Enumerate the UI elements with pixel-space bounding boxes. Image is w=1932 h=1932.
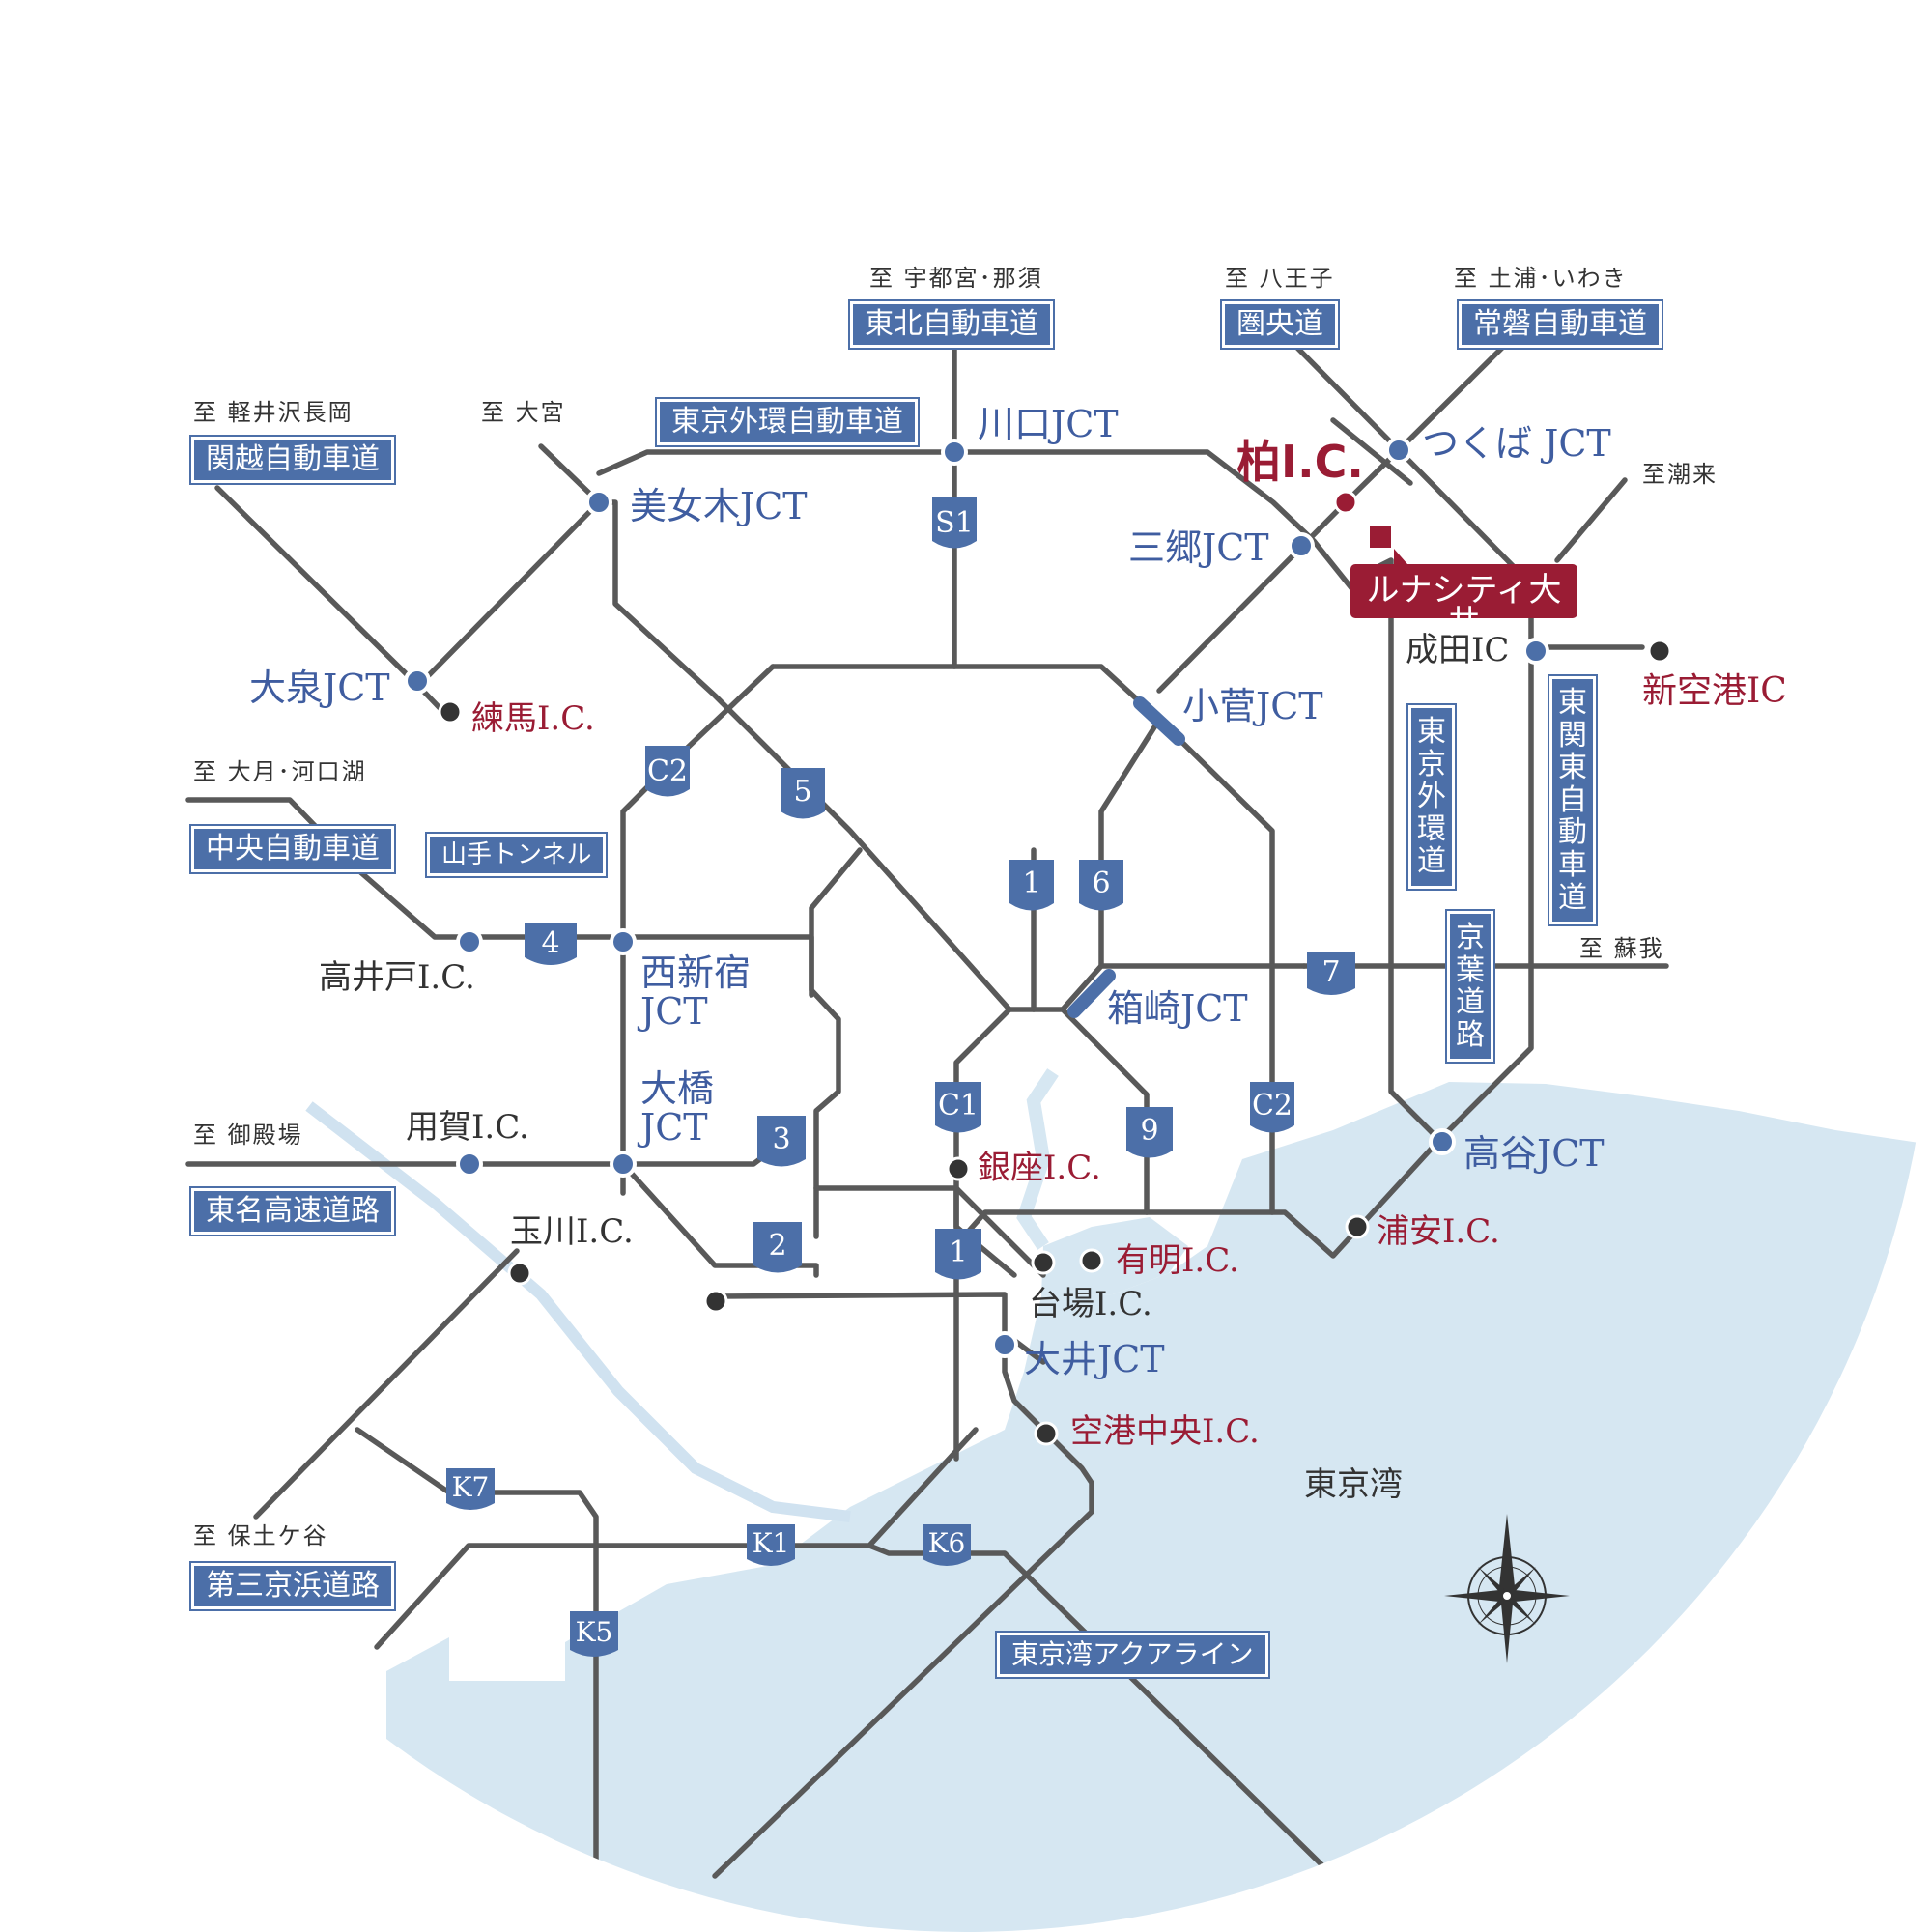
jct-bars bbox=[1067, 696, 1185, 1018]
label-tamagawa-ic: 玉川I.C. bbox=[510, 1212, 634, 1251]
road-chuo: 中央自動車道 bbox=[189, 824, 396, 874]
label-kashiwa-ic: 柏I.C. bbox=[1236, 436, 1364, 488]
label-misato-jct: 三郷JCT bbox=[1128, 526, 1269, 569]
route-shields bbox=[446, 497, 1355, 1657]
road-tohoku: 東北自動車道 bbox=[848, 299, 1055, 350]
shield-1-south: 1 bbox=[949, 1236, 968, 1269]
road-tomei: 東名高速道路 bbox=[189, 1186, 396, 1236]
dest-soga: 至 蘇我 bbox=[1579, 935, 1664, 962]
label-takaya-jct: 高谷JCT bbox=[1463, 1132, 1605, 1175]
label-kuko-chuo-ic: 空港中央I.C. bbox=[1070, 1412, 1260, 1451]
bay-inner-shore bbox=[1041, 1217, 1188, 1296]
label-ariake-ic: 有明I.C. bbox=[1116, 1241, 1239, 1280]
destination-name: ルナシティ大井 bbox=[1366, 571, 1562, 642]
road-kenodo: 圏央道 bbox=[1220, 299, 1340, 350]
shield-4: 4 bbox=[541, 926, 560, 960]
road-aqualine: 東京湾アクアライン bbox=[995, 1631, 1270, 1679]
label-shinkuko-ic: 新空港IC bbox=[1642, 671, 1787, 711]
dest-otsuki: 至 大月･河口湖 bbox=[193, 758, 367, 785]
shield-3: 3 bbox=[772, 1122, 791, 1156]
sumida-river bbox=[1016, 1068, 1059, 1250]
dest-itako: 至潮来 bbox=[1642, 461, 1718, 488]
shield-C2-east: C2 bbox=[1251, 1089, 1293, 1122]
shield-2: 2 bbox=[768, 1229, 787, 1263]
label-daiba-ic: 台場I.C. bbox=[1029, 1285, 1152, 1323]
dest-gotemba: 至 御殿場 bbox=[193, 1122, 303, 1149]
shield-K5: K5 bbox=[575, 1616, 613, 1648]
label-kosuge-jct: 小菅JCT bbox=[1182, 685, 1323, 727]
tama-river bbox=[305, 1101, 851, 1522]
road-kanetsu: 関越自動車道 bbox=[189, 435, 396, 485]
dest-utsunomiya: 至 宇都宮･那須 bbox=[869, 265, 1043, 292]
shield-K1: K1 bbox=[752, 1527, 790, 1559]
destination-callout: ルナシティ大井 bbox=[1350, 549, 1577, 639]
label-tokyo-bay: 東京湾 bbox=[1304, 1465, 1403, 1504]
destination-marker bbox=[1370, 526, 1391, 548]
shield-9: 9 bbox=[1140, 1114, 1159, 1148]
shield-6: 6 bbox=[1092, 867, 1111, 900]
shield-C1: C1 bbox=[937, 1089, 980, 1122]
label-bijogi-jct: 美女木JCT bbox=[630, 485, 808, 527]
ic-markers bbox=[438, 639, 1672, 1446]
label-nishishinjuku-jct: 西新宿JCT bbox=[640, 952, 752, 1033]
compass-rose-icon bbox=[1444, 1514, 1570, 1663]
jct-markers bbox=[404, 437, 1549, 1358]
label-oizumi-jct: 大泉JCT bbox=[249, 667, 390, 709]
dest-hachioji: 至 八王子 bbox=[1225, 265, 1335, 292]
shield-K7: K7 bbox=[451, 1471, 490, 1503]
shield-S1: S1 bbox=[935, 506, 974, 540]
road-gaikan-vertical: 東京外環道 bbox=[1406, 703, 1457, 891]
kashiwa-ic-marker bbox=[1333, 490, 1358, 515]
label-kawaguchi-jct: 川口JCT bbox=[978, 403, 1119, 445]
label-hakozaki-jct: 箱崎JCT bbox=[1107, 987, 1248, 1030]
road-keiyo: 京葉道路 bbox=[1445, 908, 1495, 1065]
dest-hodogaya: 至 保土ケ谷 bbox=[193, 1522, 328, 1549]
label-ohashi-jct: 大橋JCT bbox=[640, 1067, 715, 1149]
road-gaikan: 東京外環自動車道 bbox=[655, 397, 920, 447]
shield-5: 5 bbox=[793, 775, 812, 809]
label-takaido-ic: 高井戸I.C. bbox=[319, 958, 475, 997]
label-tsukuba-jct: つくば JCT bbox=[1422, 422, 1611, 465]
road-yamate: 山手トンネル bbox=[424, 832, 609, 878]
label-oi-jct: 大井JCT bbox=[1024, 1338, 1165, 1380]
shield-1-north: 1 bbox=[1022, 867, 1041, 900]
callout-pointer bbox=[1394, 549, 1407, 564]
road-joban: 常磐自動車道 bbox=[1457, 299, 1663, 350]
label-ginza-ic: 銀座I.C. bbox=[978, 1149, 1101, 1187]
tokyo-bay-water bbox=[386, 1082, 1932, 1932]
dest-omiya: 至 大宮 bbox=[481, 399, 566, 426]
shield-C2-west: C2 bbox=[646, 754, 689, 788]
shield-7: 7 bbox=[1321, 955, 1341, 989]
dest-tsuchiura: 至 土浦･いわき bbox=[1454, 265, 1628, 292]
road-higashikanto: 東関東自動車道 bbox=[1548, 673, 1598, 927]
label-yoga-ic: 用賀I.C. bbox=[406, 1108, 529, 1147]
label-urayasu-ic: 浦安I.C. bbox=[1377, 1212, 1500, 1251]
road-daisan-keihin: 第三京浜道路 bbox=[189, 1561, 396, 1611]
dest-karuizawa: 至 軽井沢長岡 bbox=[193, 399, 354, 426]
shield-K6: K6 bbox=[927, 1527, 966, 1559]
label-narita-ic: 成田IC bbox=[1406, 631, 1510, 669]
label-nerima-ic: 練馬I.C. bbox=[471, 699, 595, 738]
